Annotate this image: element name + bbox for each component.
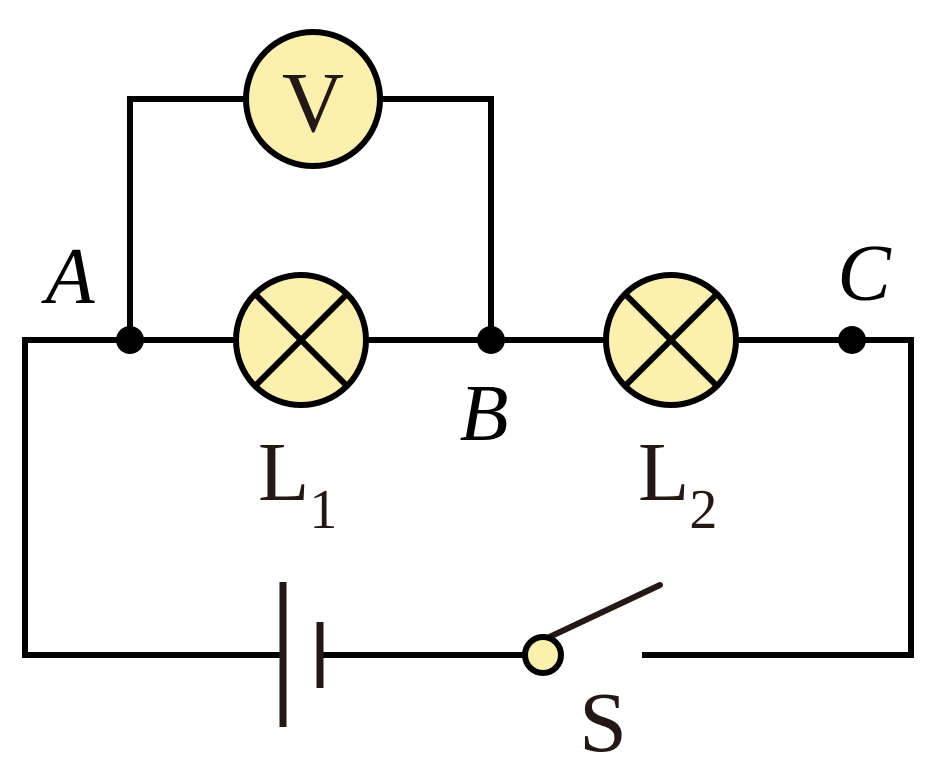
wire-left-loop: [22, 337, 286, 658]
voltmeter-icon: [243, 29, 383, 169]
lamp-l1-letter: L: [258, 426, 309, 519]
lamp-l1: L1: [233, 272, 369, 541]
junction-dot-a: [116, 326, 144, 354]
lamp-l1-label: L1: [258, 426, 337, 541]
node-labels: A B C: [41, 230, 893, 458]
node-label-a: A: [41, 233, 96, 321]
junction-dot-b: [477, 326, 505, 354]
lamp-l2-letter: L: [638, 426, 689, 519]
wires: [22, 96, 914, 658]
voltmeter: V: [243, 29, 383, 169]
lamp-l2-label: L2: [638, 426, 717, 541]
lamp-l2-subscript: 2: [689, 479, 717, 541]
wire-right-loop: [642, 337, 914, 658]
voltmeter-symbol: V: [282, 54, 344, 150]
junction-dot-c: [838, 326, 866, 354]
junctions: [116, 326, 866, 354]
lamp-l1-subscript: 1: [309, 479, 337, 541]
switch-blade: [540, 582, 663, 643]
switch-label: S: [579, 674, 627, 770]
node-label-c: C: [837, 230, 892, 318]
switch-icon: [522, 634, 564, 676]
wire-voltmeter-branch: [127, 96, 248, 343]
switch: S: [522, 582, 663, 770]
wire-voltmeter-branch-right: [377, 96, 494, 343]
battery: [279, 582, 324, 727]
lamp-cross-line: [622, 291, 720, 389]
lamp-l2: L2: [603, 272, 739, 541]
lamp-cross-line: [252, 291, 350, 389]
node-label-b: B: [460, 370, 509, 458]
